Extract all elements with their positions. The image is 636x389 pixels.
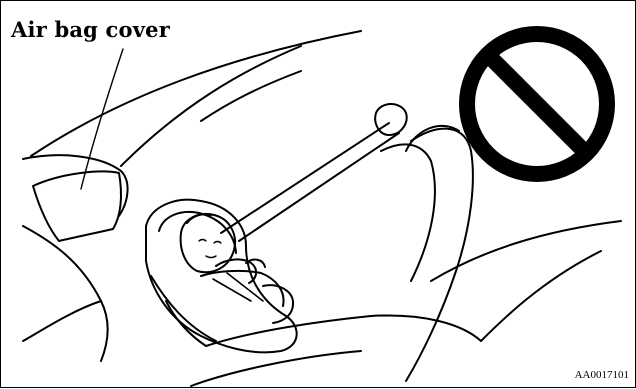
a-pillar-line bbox=[201, 71, 301, 121]
dashboard-lower bbox=[23, 226, 108, 361]
air-bag-cover bbox=[33, 172, 121, 241]
no-symbol-icon bbox=[467, 34, 607, 174]
seat-cushion bbox=[206, 315, 481, 346]
baby-eye-right bbox=[214, 242, 221, 244]
baby-mouth bbox=[206, 256, 216, 258]
baby-body bbox=[201, 271, 284, 306]
windshield-line-outer bbox=[31, 31, 361, 156]
figure-code: AA0017101 bbox=[575, 369, 629, 381]
seat-back-inner bbox=[381, 144, 435, 281]
seat-back bbox=[406, 129, 473, 381]
seat-cushion-front bbox=[191, 351, 361, 386]
baby-eye-left bbox=[199, 240, 206, 242]
dashboard-top bbox=[23, 155, 128, 216]
seat-belt-shoulder-2 bbox=[239, 133, 399, 241]
windshield-line-inner bbox=[121, 46, 301, 166]
baby-head bbox=[181, 214, 235, 272]
seat-side bbox=[481, 251, 601, 341]
harness-strap bbox=[213, 279, 251, 301]
seat-belt-shoulder bbox=[221, 123, 389, 233]
seat-belt-anchor bbox=[375, 104, 406, 135]
door-line bbox=[431, 221, 621, 281]
air-bag-cover-label: Air bag cover bbox=[11, 17, 170, 42]
child-seat-base-2 bbox=[166, 301, 206, 346]
dashboard-edge bbox=[23, 301, 101, 341]
child-seat-shell-rim bbox=[159, 212, 236, 253]
child-seat-base bbox=[151, 276, 216, 341]
